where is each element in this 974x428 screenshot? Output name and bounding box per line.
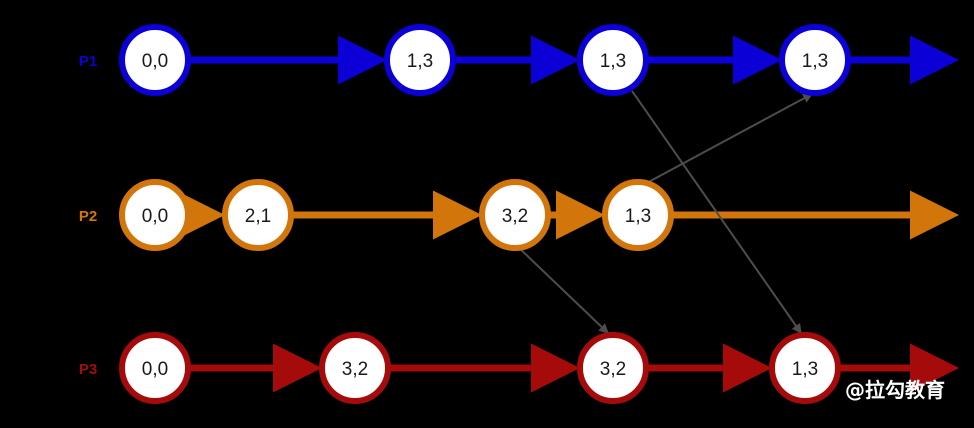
event-node-p1-3[interactable]: 1,3 [779, 24, 851, 96]
messages-layer [516, 90, 814, 334]
lifeline-label-p3: P3 [79, 361, 97, 378]
event-node-p2-1[interactable]: 2,1 [222, 179, 294, 251]
event-node-p3-1[interactable]: 3,2 [319, 332, 391, 404]
p2-to-p1-message [642, 93, 814, 186]
event-timestamp-label: 0,0 [142, 206, 168, 227]
event-circle [119, 24, 191, 96]
event-circle [577, 24, 649, 96]
event-node-p1-2[interactable]: 1,3 [577, 24, 649, 96]
event-circle [119, 179, 191, 251]
event-circle [779, 24, 851, 96]
event-node-p3-2[interactable]: 3,2 [577, 332, 649, 404]
event-timestamp-label: 1,3 [600, 51, 626, 72]
event-node-p1-0[interactable]: 0,0 [119, 24, 191, 96]
event-timestamp-label: 1,3 [407, 51, 433, 72]
event-timestamp-label: 0,0 [142, 51, 168, 72]
event-circle [319, 332, 391, 404]
event-circle [119, 332, 191, 404]
event-timestamp-label: 1,3 [802, 51, 828, 72]
event-timestamp-label: 1,3 [792, 359, 818, 380]
event-circle [384, 24, 456, 96]
event-node-p1-1[interactable]: 1,3 [384, 24, 456, 96]
lifeline-label-p1: P1 [79, 53, 97, 70]
event-circle [602, 179, 674, 251]
event-node-p2-2[interactable]: 3,2 [479, 179, 551, 251]
event-circle [222, 179, 294, 251]
p2-to-p3-message [516, 245, 609, 334]
watermark-label: @拉勾教育 [845, 378, 945, 402]
event-node-p3-0[interactable]: 0,0 [119, 332, 191, 404]
event-timestamp-label: 2,1 [245, 206, 271, 227]
event-node-p3-3[interactable]: 1,3 [769, 332, 841, 404]
event-timestamp-label: 3,2 [342, 359, 368, 380]
event-circle [479, 179, 551, 251]
event-node-p2-3[interactable]: 1,3 [602, 179, 674, 251]
nodes-layer: 0,0 1,3 1,3 1,3 0,0 2,1 3,2 1,3 0,0 3,2 3,2 1,3 [119, 24, 851, 404]
event-timestamp-label: 3,2 [600, 359, 626, 380]
event-timestamp-label: 0,0 [142, 359, 168, 380]
event-circle [769, 332, 841, 404]
event-node-p2-0[interactable]: 0,0 [119, 179, 191, 251]
lifeline-label-p2: P2 [79, 208, 97, 225]
event-timestamp-label: 3,2 [502, 206, 528, 227]
p1-to-p3-message [631, 90, 802, 334]
event-circle [577, 332, 649, 404]
event-timestamp-label: 1,3 [625, 206, 651, 227]
